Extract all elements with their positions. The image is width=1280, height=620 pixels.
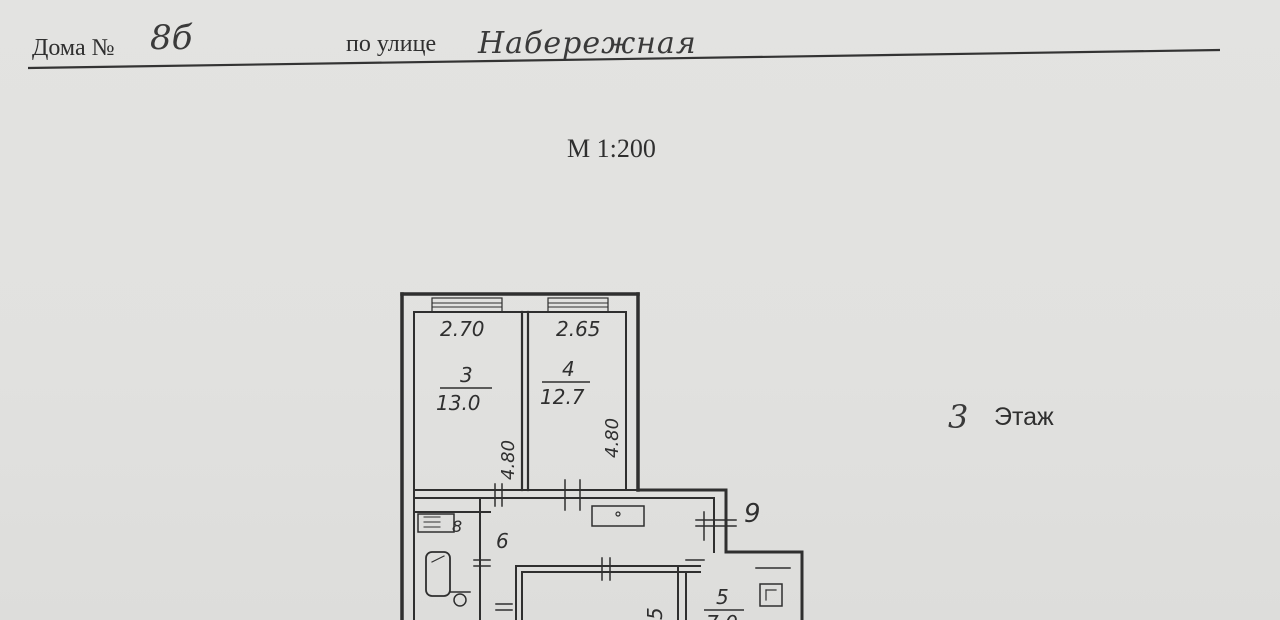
room-6-label: 6 bbox=[496, 529, 509, 553]
room-3-length: 4.80 bbox=[498, 440, 519, 480]
room-4-width: 2.65 bbox=[556, 317, 601, 341]
street-value: Набережная bbox=[478, 26, 697, 61]
room-3-number: 3 bbox=[460, 363, 473, 387]
room-4-length: 4.80 bbox=[602, 418, 623, 458]
header-underline bbox=[27, 48, 1221, 72]
scale-label: М 1:200 bbox=[567, 134, 656, 163]
house-number-label: Дома № bbox=[32, 35, 115, 61]
room-5-partial-label: 5 bbox=[643, 607, 667, 620]
room-4-area: 12.7 bbox=[540, 385, 585, 409]
room-3-width: 2.70 bbox=[440, 317, 485, 341]
room-5-number: 5 bbox=[716, 585, 729, 609]
floor-number: 3 bbox=[948, 398, 969, 436]
room-3-area: 13.0 bbox=[436, 391, 481, 415]
room-9-label: 9 bbox=[744, 499, 761, 529]
room-5-area: 7.0 bbox=[706, 611, 738, 620]
house-number-value: 8б bbox=[150, 18, 193, 58]
floor-label: Этаж bbox=[994, 403, 1054, 431]
room-8-label: 8 bbox=[452, 517, 462, 536]
street-label: по улице bbox=[346, 31, 437, 57]
room-4-number: 4 bbox=[562, 357, 575, 381]
